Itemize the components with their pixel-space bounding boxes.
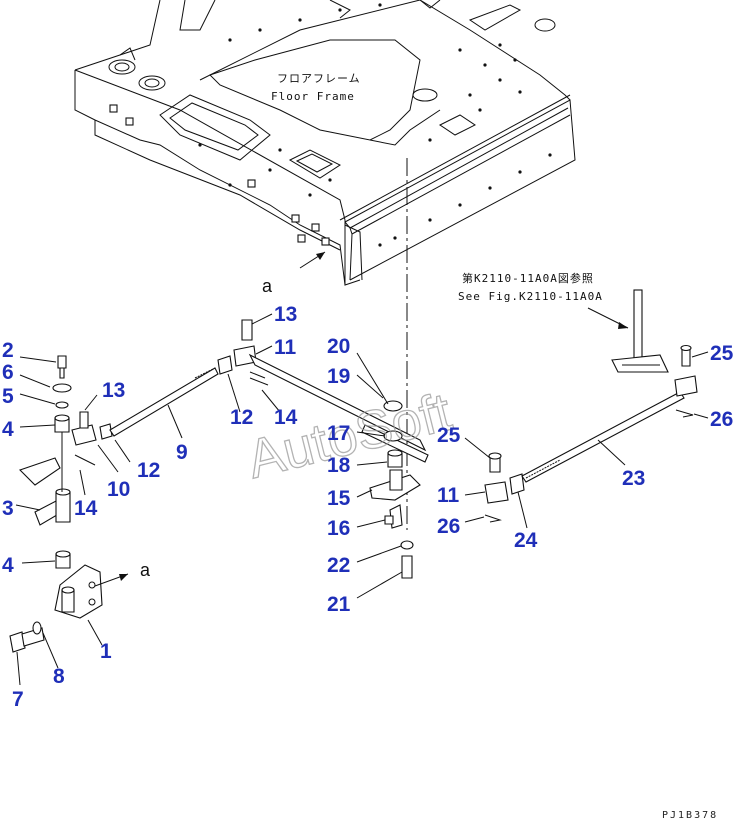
callout-10: 10 — [107, 478, 130, 501]
view-arrow-upper — [299, 251, 326, 269]
callout-26-center: 26 — [437, 515, 460, 538]
callout-19: 19 — [327, 365, 350, 388]
view-marker-upper: a — [262, 276, 273, 296]
rod-left — [71, 319, 269, 466]
leader-lines — [15, 313, 709, 686]
frame-label-jp: フロアフレーム — [277, 72, 361, 85]
callout-25-right: 25 — [710, 342, 734, 365]
callout-11-center: 11 — [437, 484, 460, 507]
callout-16: 16 — [327, 517, 350, 540]
drawing-code: PJ1B378 — [662, 810, 718, 821]
left-bracket-assembly — [9, 355, 129, 653]
callout-9: 9 — [176, 441, 188, 464]
callout-20: 20 — [327, 335, 350, 358]
frame-label-en: Floor Frame — [271, 90, 355, 103]
callout-14-center: 14 — [274, 406, 298, 429]
callout-12-center: 12 — [230, 406, 253, 429]
callout-13-center: 13 — [274, 303, 297, 326]
callout-14-left: 14 — [74, 497, 98, 520]
callout-1: 1 — [100, 640, 112, 663]
callout-7: 7 — [12, 688, 24, 711]
callout-17: 17 — [327, 422, 350, 445]
reference-bracket — [587, 289, 669, 373]
callout-25-center: 25 — [437, 424, 461, 447]
callouts: 2 6 5 4 3 4 1 7 8 13 12 10 14 9 13 11 12… — [2, 303, 734, 711]
callout-4-upper: 4 — [2, 418, 14, 441]
floor-frame — [74, 0, 576, 286]
ref-label-en: See Fig.K2110-11A0A — [458, 290, 603, 303]
callout-11-left: 11 — [274, 336, 297, 359]
callout-2: 2 — [2, 339, 14, 362]
callout-13-left: 13 — [102, 379, 125, 402]
callout-23: 23 — [622, 467, 645, 490]
callout-15: 15 — [327, 487, 351, 510]
callout-12-left: 12 — [137, 459, 160, 482]
center-link — [248, 353, 509, 579]
callout-3: 3 — [2, 497, 14, 520]
callout-24: 24 — [514, 529, 538, 552]
callout-6: 6 — [2, 361, 14, 384]
view-marker-lower: a — [140, 560, 151, 580]
callout-5: 5 — [2, 385, 14, 408]
callout-26-right: 26 — [710, 408, 733, 431]
callout-8: 8 — [53, 665, 65, 688]
callout-22: 22 — [327, 554, 350, 577]
rod-right — [509, 344, 698, 495]
ref-label-jp: 第K2110-11A0A図参照 — [462, 271, 594, 285]
callout-18: 18 — [327, 454, 351, 477]
callout-21: 21 — [327, 593, 351, 616]
callout-4-lower: 4 — [2, 554, 14, 577]
